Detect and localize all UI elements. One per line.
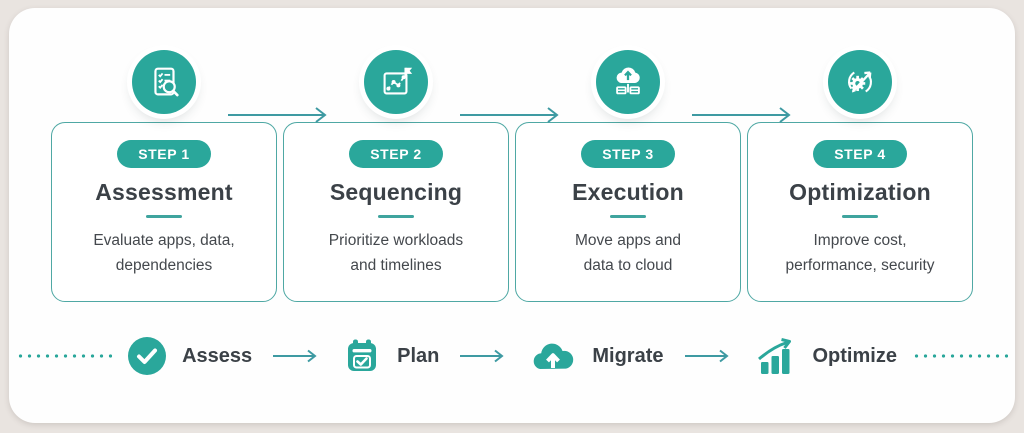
arrow-right-icon — [684, 349, 729, 363]
dotted-line-left — [16, 354, 113, 358]
arrow-right-icon — [228, 107, 327, 123]
step-card-4: STEP 4 Optimization Improve cost, perform… — [747, 122, 973, 302]
title-divider — [146, 215, 182, 218]
title-divider — [610, 215, 646, 218]
title-divider — [842, 215, 878, 218]
step-description: Improve cost, performance, security — [756, 228, 964, 278]
step-title: Execution — [572, 179, 684, 205]
title-divider — [378, 215, 414, 218]
description-line-2: and timelines — [350, 257, 442, 275]
step-badge: STEP 1 — [117, 140, 211, 168]
steps-row: STEP 1 Assessment Evaluate apps, data, de… — [9, 50, 1015, 302]
step-column-3: STEP 3 Execution Move apps and data to cl… — [515, 50, 741, 302]
timeline-row: Assess Plan — [9, 336, 1015, 376]
arrow-right-icon — [460, 349, 504, 363]
step-card-2: STEP 2 Sequencing Prioritize workloads an… — [283, 122, 509, 302]
roadmap-flag-icon — [364, 50, 428, 114]
step-badge: STEP 4 — [813, 140, 907, 168]
timeline-label-assess: Assess — [182, 344, 253, 367]
step-description: Evaluate apps, data, dependencies — [60, 228, 268, 278]
arrow-right-icon — [692, 107, 791, 123]
step-column-2: STEP 2 Sequencing Prioritize workloads an… — [283, 50, 509, 302]
description-line-2: performance, security — [785, 257, 935, 275]
step-badge: STEP 3 — [581, 140, 675, 168]
description-line-1: Evaluate apps, data, — [93, 232, 235, 249]
step-card-1: STEP 1 Assessment Evaluate apps, data, de… — [51, 122, 277, 302]
description-line-2: dependencies — [115, 257, 213, 275]
step-description: Move apps and data to cloud — [524, 228, 732, 278]
timeline-label-optimize: Optimize — [812, 344, 897, 367]
description-line-1: Move apps and — [575, 232, 681, 249]
check-circle-icon — [127, 336, 167, 376]
checklist-magnifier-icon — [132, 50, 196, 114]
step-column-4: STEP 4 Optimization Improve cost, perform… — [747, 50, 973, 302]
gear-sync-icon — [828, 50, 892, 114]
arrow-right-icon — [460, 107, 559, 123]
cloud-upload-servers-icon — [596, 50, 660, 114]
timeline-label-plan: Plan — [397, 344, 440, 367]
infographic-panel: STEP 1 Assessment Evaluate apps, data, de… — [9, 8, 1015, 423]
description-line-1: Improve cost, — [813, 232, 907, 249]
step-title: Optimization — [789, 179, 931, 205]
description-line-1: Prioritize workloads — [328, 232, 464, 249]
description-line-2: data to cloud — [583, 257, 673, 275]
timeline-label-migrate: Migrate — [592, 344, 664, 367]
step-card-3: STEP 3 Execution Move apps and data to cl… — [515, 122, 741, 302]
step-title: Sequencing — [329, 179, 463, 205]
step-badge: STEP 2 — [349, 140, 443, 168]
step-description: Prioritize workloads and timelines — [292, 228, 500, 278]
calendar-check-icon — [342, 336, 382, 376]
step-column-1: STEP 1 Assessment Evaluate apps, data, de… — [51, 50, 277, 302]
cloud-upload-icon — [529, 337, 577, 375]
arrow-right-icon — [273, 349, 317, 363]
step-title: Assessment — [95, 179, 233, 205]
dotted-line-right — [911, 354, 1008, 358]
growth-bars-icon — [754, 336, 798, 376]
